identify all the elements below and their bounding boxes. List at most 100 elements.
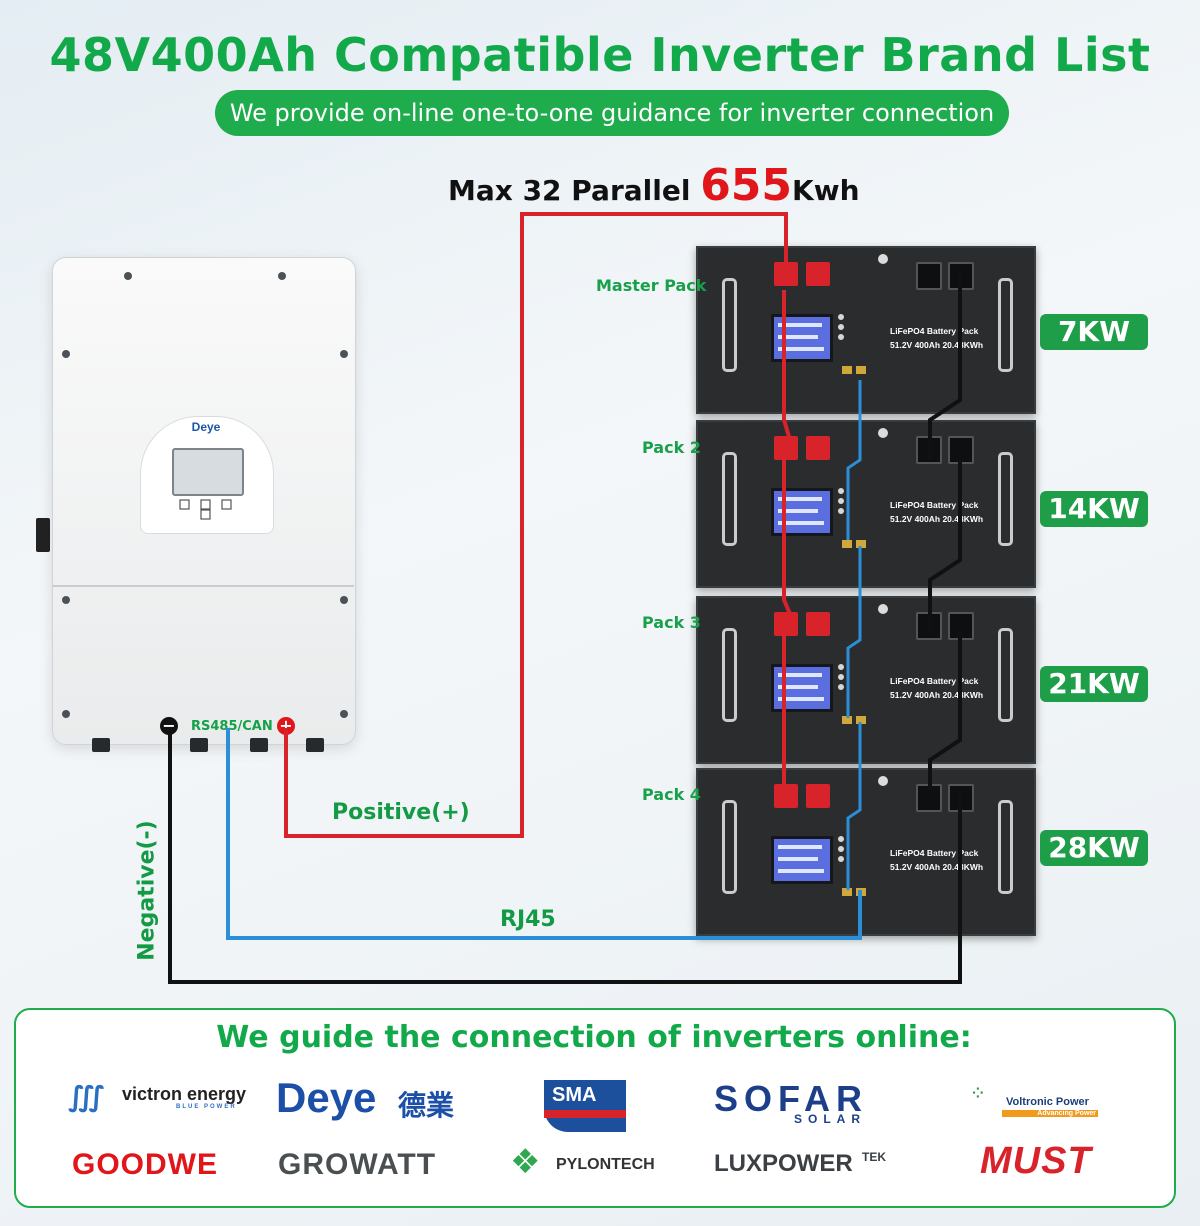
pack-label-line1: LiFePO4 Battery Pack [890, 848, 979, 858]
capacity-badge: 21KW [1040, 666, 1148, 702]
pack-lcd-display [771, 836, 833, 884]
pack-comm-port [842, 716, 852, 724]
luxpower-name: LUXPOWER [714, 1150, 853, 1177]
pack-label-line2: 51.2V 400Ah 20.48KWh [890, 340, 984, 350]
victron-name: victron energy [122, 1084, 247, 1104]
parallel-capacity: Max 32 Parallel 655Kwh [448, 160, 860, 211]
inverter-buttons-icon [179, 499, 232, 520]
pylontech-logo-icon: ❖ [510, 1142, 541, 1182]
negative-wire-label: Negative(-) [134, 820, 160, 961]
brand-luxpower: LUXPOWER TEK [714, 1150, 904, 1184]
rj45-link-wire [846, 380, 862, 540]
screw-icon [340, 350, 348, 358]
negative-wire [168, 728, 962, 984]
negative-link-wire [928, 630, 962, 790]
rj45-wire-label: RJ45 [500, 907, 556, 932]
pack-handle [722, 628, 737, 722]
pack-handle [998, 628, 1013, 722]
pack-handle [998, 800, 1013, 894]
pack-name: Pack 2 [642, 438, 701, 457]
parallel-value: 655 [700, 160, 793, 211]
battery-pack: LiFePO4 Battery Pack 51.2V 400Ah 20.48KWh [696, 596, 1036, 764]
pack-negative-terminal [916, 262, 942, 290]
sma-red-stripe [544, 1110, 626, 1118]
inverter-brand-logo: Deye [191, 420, 221, 434]
parallel-unit: Kwh [792, 174, 860, 207]
pack-buttons [838, 836, 844, 870]
voltronic-tagline: Advancing Power [1002, 1110, 1098, 1117]
brand-must: MUST [980, 1140, 1092, 1182]
pack-positive-terminal [806, 612, 830, 636]
cable-gland [92, 738, 110, 752]
screw-icon [62, 710, 70, 718]
pack-handle [998, 452, 1013, 546]
screw-icon [62, 350, 70, 358]
deye-chinese: 德業 [398, 1089, 455, 1122]
deye-name: Deye [276, 1074, 377, 1121]
screw-icon [278, 272, 286, 280]
pack-label: LiFePO4 Battery Pack 51.2V 400Ah 20.48KWh [890, 324, 983, 352]
screw-icon [124, 272, 132, 280]
page-title: 48V400Ah Compatible Inverter Brand List [49, 28, 1151, 82]
subtitle-banner: We provide on-line one-to-one guidance f… [215, 90, 1009, 136]
sma-name: SMA [552, 1084, 597, 1106]
pack-power-switch [878, 428, 888, 438]
pack-comm-port [842, 540, 852, 548]
pack-label: LiFePO4 Battery Pack 51.2V 400Ah 20.48KWh [890, 674, 983, 702]
inverter-buttons [178, 498, 234, 520]
pack-positive-terminal [774, 612, 798, 636]
screw-icon [62, 596, 70, 604]
pack-positive-terminal [806, 784, 830, 808]
negative-link-wire [928, 460, 962, 630]
pylontech-name: PYLONTECH [556, 1156, 655, 1173]
inverter-divider [52, 585, 354, 587]
pack-label-line2: 51.2V 400Ah 20.48KWh [890, 862, 984, 872]
pack-power-switch [878, 254, 888, 264]
pack-negative-terminal [948, 436, 974, 464]
voltronic-logo-icon: ⁘ [972, 1086, 984, 1102]
pack-buttons [838, 488, 844, 522]
positive-wire-label: Positive(+) [332, 800, 470, 825]
pack-label-line1: LiFePO4 Battery Pack [890, 326, 979, 336]
negative-link-wire [928, 272, 962, 460]
pack-label-line1: LiFePO4 Battery Pack [890, 676, 979, 686]
pack-positive-terminal [774, 262, 798, 286]
parallel-prefix: Max 32 Parallel [448, 174, 691, 207]
capacity-badge: 14KW [1040, 491, 1148, 527]
capacity-badge: 28KW [1040, 830, 1148, 866]
pack-handle [722, 278, 737, 372]
brand-sofar: SOFAR SOLAR [714, 1078, 904, 1126]
brand-sma: SMA [544, 1080, 626, 1132]
pack-negative-terminal [948, 784, 974, 812]
pack-buttons [838, 664, 844, 698]
pack-comm-port [856, 716, 866, 724]
rj45-wire [226, 728, 862, 940]
victron-tagline: BLUE POWER [176, 1104, 237, 1110]
pack-name: Master Pack [596, 276, 707, 295]
pack-label: LiFePO4 Battery Pack 51.2V 400Ah 20.48KWh [890, 846, 983, 874]
capacity-badge: 7KW [1040, 314, 1148, 350]
pack-comm-port [842, 888, 852, 896]
voltronic-name: Voltronic Power [1006, 1096, 1089, 1108]
pack-lcd-display [771, 664, 833, 712]
cable-gland [190, 738, 208, 752]
cable-gland [306, 738, 324, 752]
pack-positive-terminal [806, 436, 830, 460]
positive-link-wire [782, 460, 792, 615]
pack-label-line2: 51.2V 400Ah 20.48KWh [890, 690, 984, 700]
positive-link-wire [782, 290, 792, 441]
pack-name: Pack 3 [642, 613, 701, 632]
pack-power-switch [878, 776, 888, 786]
pack-handle [722, 452, 737, 546]
pack-label-line1: LiFePO4 Battery Pack [890, 500, 979, 510]
inverter-side-switch [36, 518, 50, 552]
pack-name: Pack 4 [642, 785, 701, 804]
brand-growatt: GROWATT [278, 1148, 437, 1181]
battery-pack: LiFePO4 Battery Pack 51.2V 400Ah 20.48KWh [696, 246, 1036, 414]
negative-terminal-icon: − [160, 717, 178, 735]
pack-lcd-display [771, 488, 833, 536]
pack-comm-port [856, 540, 866, 548]
brand-pylontech: ❖ PYLONTECH [510, 1142, 670, 1188]
